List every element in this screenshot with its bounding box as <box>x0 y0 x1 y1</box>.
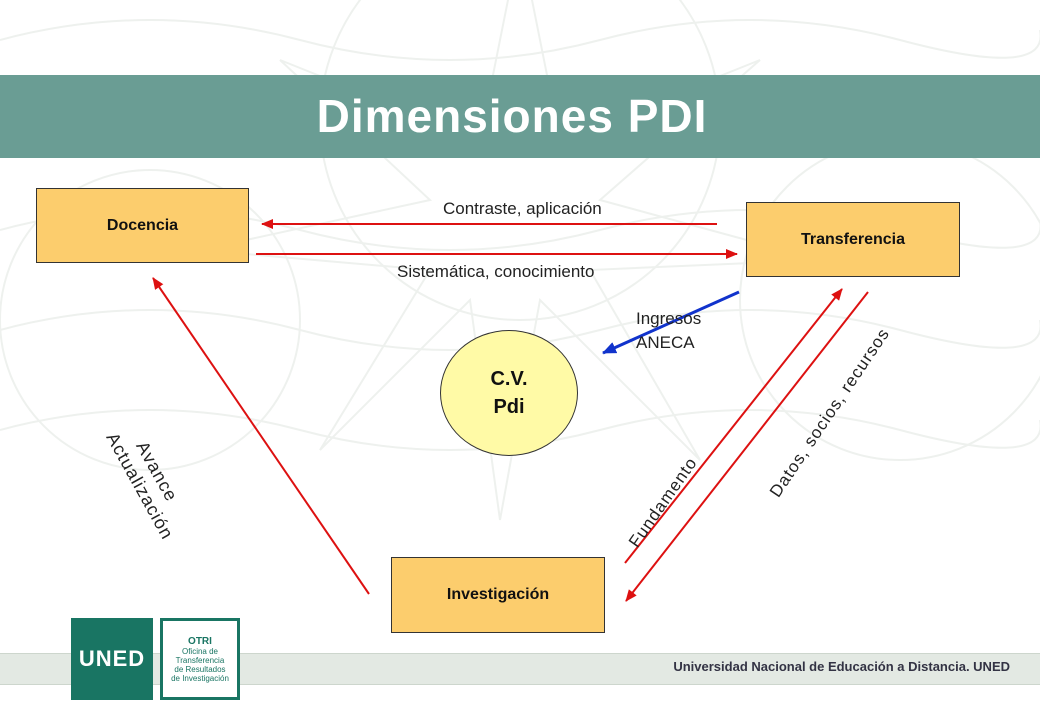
edge-label-ingresos-line1: Ingresos <box>636 309 702 328</box>
arrow-ingresos <box>602 290 740 355</box>
edge-label-contraste: Contraste, aplicación <box>443 199 602 218</box>
node-transferencia: Transferencia <box>746 202 960 277</box>
node-investigacion: Investigación <box>391 557 605 633</box>
node-docencia: Docencia <box>36 188 249 263</box>
arrow-avance <box>152 277 370 595</box>
edge-label-sistematica: Sistemática, conocimiento <box>397 262 595 281</box>
edge-label-ingresos: Ingresos ANECA <box>636 307 701 355</box>
title-band <box>0 75 1040 158</box>
node-docencia-label: Docencia <box>106 216 179 234</box>
edge-label-ingresos-line2: ANECA <box>636 333 695 352</box>
node-cv-line1: C.V. <box>490 368 528 390</box>
uned-logo: UNED <box>71 618 153 700</box>
arrow-fundamento <box>624 288 843 564</box>
otri-title: OTRI <box>188 635 212 647</box>
footer-institution: Universidad Nacional de Educación a Dist… <box>673 659 1010 674</box>
node-transferencia-label: Transferencia <box>800 230 906 248</box>
node-investigacion-label: Investigación <box>446 586 550 603</box>
otri-subtitle: Oficina de Transferencia de Resultados d… <box>171 646 229 683</box>
slide-title: Dimensiones PDI <box>316 90 708 142</box>
node-cv-pdi: C.V. Pdi <box>440 330 578 456</box>
otri-logo-inner: OTRI Oficina de Transferencia de Resulta… <box>163 621 237 697</box>
node-cv-line2: Pdi <box>493 396 525 418</box>
arrow-datos <box>625 291 869 602</box>
otri-logo: OTRI Oficina de Transferencia de Resulta… <box>160 618 240 700</box>
